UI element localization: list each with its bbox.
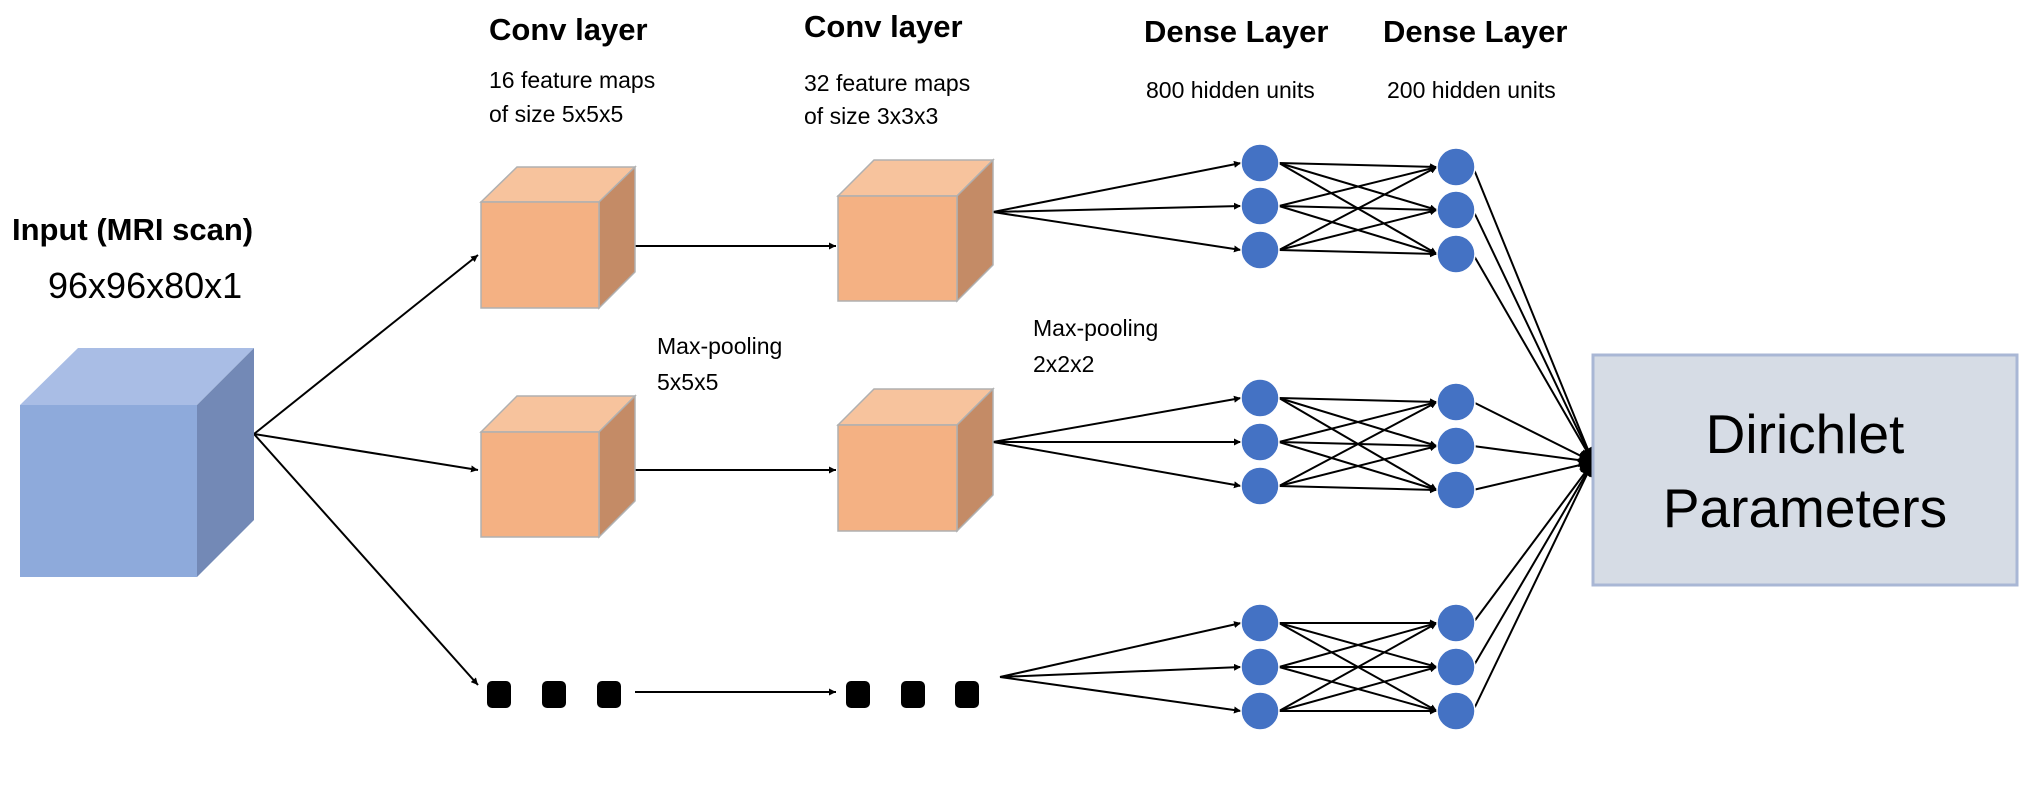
- dense2-neuron: [1436, 382, 1476, 422]
- ellipsis-dot: [955, 681, 979, 708]
- arrow-dense1-to-dense2: [1278, 249, 1438, 258]
- arrow-dense2-to-output: [1472, 461, 1594, 712]
- arrow-conv-to-dense1: [992, 441, 1242, 489]
- dense2-neuron: [1436, 234, 1476, 274]
- dense1-title: Dense Layer: [1144, 14, 1328, 49]
- conv1-desc-line2: of size 5x5x5: [489, 101, 623, 127]
- arrow-conv-to-dense1: [999, 676, 1242, 714]
- input-size: 96x96x80x1: [48, 265, 242, 306]
- neurons: [1240, 143, 1476, 731]
- ellipsis-dot: [597, 681, 621, 708]
- arrow-dense2-to-output: [1472, 445, 1594, 468]
- ellipsis-conv1: [487, 681, 621, 708]
- arrow-dense2-to-output: [1472, 461, 1594, 624]
- arrow-input-to-branch-middle: [253, 433, 479, 473]
- input-cube-top: [20, 348, 254, 405]
- conv1-title: Conv layer: [489, 12, 648, 47]
- arrow-dense2-to-output: [1472, 401, 1594, 463]
- ellipsis-dot: [901, 681, 925, 708]
- pool2-line2: 2x2x2: [1033, 351, 1094, 377]
- arrow-conv-to-dense1: [999, 663, 1242, 678]
- conv1-cube-top-branch: [479, 165, 637, 310]
- arrow-dense1-to-dense2: [1278, 165, 1438, 207]
- pool1-line2: 5x5x5: [657, 369, 718, 395]
- cube-front: [837, 195, 958, 302]
- arrow-dense1-to-dense2: [1278, 401, 1438, 487]
- input-cube-front: [20, 405, 197, 577]
- dense1-desc: 800 hidden units: [1146, 77, 1315, 103]
- dense1-neuron: [1240, 378, 1280, 418]
- arrow-dense1-to-dense2: [1278, 665, 1438, 712]
- dense1-neuron: [1240, 647, 1280, 687]
- dense2-neuron: [1436, 603, 1476, 643]
- output-label-line1: Dirichlet: [1706, 403, 1905, 465]
- conv2-desc-line1: 32 feature maps: [804, 70, 970, 96]
- ellipsis-dot: [487, 681, 511, 708]
- arrow-dense2-to-output: [1472, 209, 1594, 463]
- ellipsis-dot: [846, 681, 870, 708]
- dense1-neuron: [1240, 466, 1280, 506]
- arrow-input-to-branch-bottom: [253, 433, 479, 686]
- input-cube-side: [197, 348, 254, 577]
- arrow-conv-to-dense1: [999, 621, 1242, 678]
- arrow-dense1-to-dense2: [1278, 444, 1438, 487]
- dense1-neuron: [1240, 422, 1280, 462]
- dense2-desc: 200 hidden units: [1387, 77, 1556, 103]
- cube-front: [480, 201, 600, 309]
- cube-front: [837, 424, 958, 532]
- conv1-desc-line1: 16 feature maps: [489, 67, 655, 93]
- conv2-desc-line2: of size 3x3x3: [804, 103, 938, 129]
- arrow-dense1-to-dense2: [1278, 162, 1438, 171]
- conv2-title: Conv layer: [804, 9, 963, 44]
- dense1-neuron: [1240, 230, 1280, 270]
- arrow-conv-to-dense1: [992, 202, 1242, 213]
- output-box: [1591, 353, 2019, 587]
- conv2-cube-middle-branch: [836, 387, 995, 533]
- cube-front: [480, 431, 600, 538]
- dense2-neuron: [1436, 647, 1476, 687]
- arrow-dense2-to-output: [1472, 458, 1594, 491]
- output-label-line2: Parameters: [1663, 477, 1947, 539]
- arrow-dense1-to-dense2: [1278, 397, 1438, 406]
- arrow-dense1-to-dense2: [1278, 400, 1438, 443]
- connections: [253, 160, 1595, 715]
- dense2-neuron: [1436, 147, 1476, 187]
- dense1-neuron: [1240, 143, 1280, 183]
- dense1-neuron: [1240, 691, 1280, 731]
- arrow-conv-to-dense1: [992, 395, 1242, 443]
- arrow-dense1-to-dense2: [1278, 485, 1438, 494]
- ellipsis-conv2: [846, 681, 979, 708]
- dense2-neuron: [1436, 470, 1476, 510]
- arrow-dense1-to-dense2: [1278, 622, 1438, 712]
- arrow-input-to-branch-top: [253, 254, 479, 435]
- arrow-dense1-to-dense2: [1278, 166, 1438, 251]
- dense2-title: Dense Layer: [1383, 14, 1567, 49]
- arrow-dense2-to-output: [1472, 461, 1594, 668]
- dense2-neuron: [1436, 190, 1476, 230]
- dense2-neuron: [1436, 426, 1476, 466]
- dense2-neuron: [1436, 691, 1476, 731]
- arrow-dense2-to-output: [1472, 166, 1595, 463]
- input-cube: [20, 348, 254, 577]
- dense1-neuron: [1240, 186, 1280, 226]
- input-title: Input (MRI scan): [12, 212, 253, 247]
- ellipsis-dot: [542, 681, 566, 708]
- pool2-line1: Max-pooling: [1033, 315, 1158, 341]
- arrow-dense1-to-dense2: [1278, 621, 1438, 668]
- arrow-conv-to-dense1: [992, 160, 1242, 213]
- pool1-line1: Max-pooling: [657, 333, 782, 359]
- conv2-cube-top-branch: [836, 158, 995, 303]
- arrow-conv-to-dense1: [992, 211, 1242, 253]
- arrow-dense1-to-dense2: [1278, 208, 1438, 251]
- dense1-neuron: [1240, 603, 1280, 643]
- arrow-dense2-to-output: [1472, 253, 1594, 463]
- conv1-cube-middle-branch: [479, 394, 637, 539]
